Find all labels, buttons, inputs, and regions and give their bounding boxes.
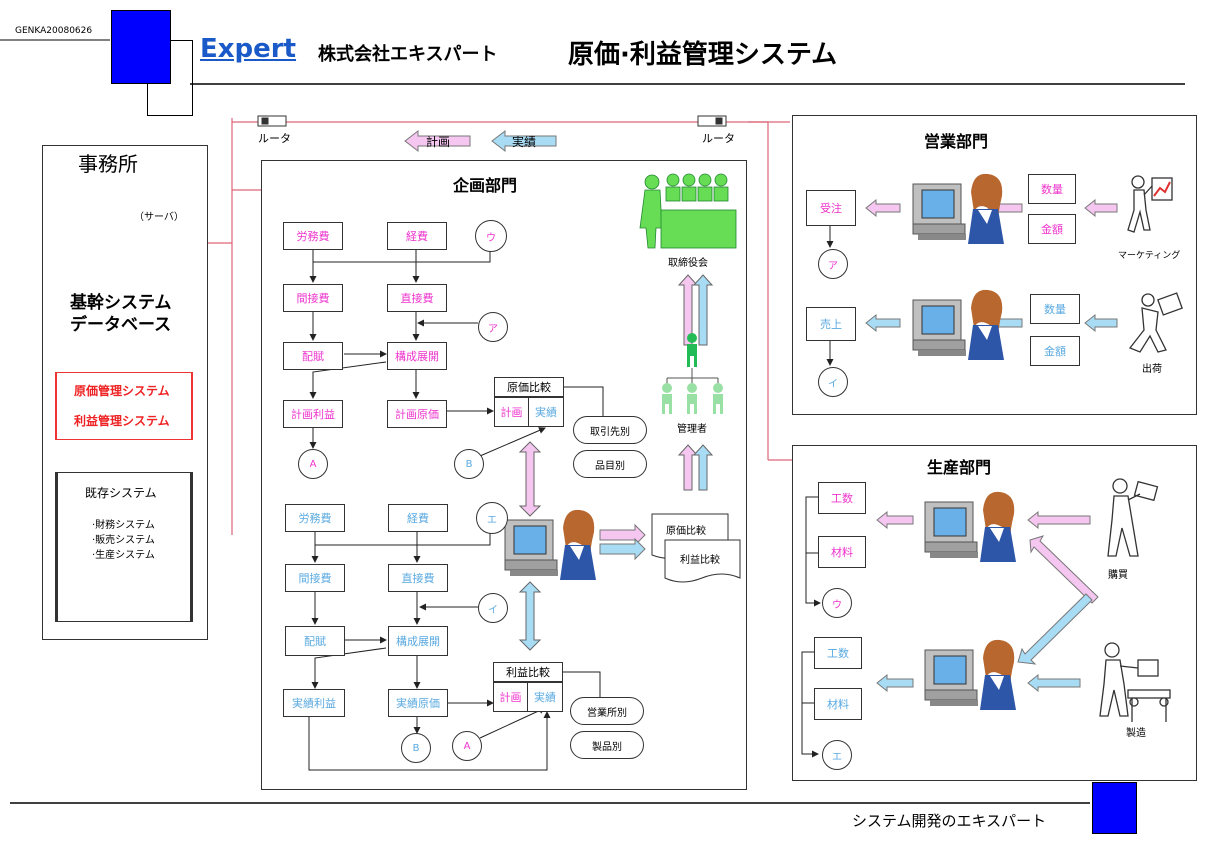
by-product: 製品別 (570, 731, 644, 759)
router-icon (257, 115, 727, 127)
sales-box: 売上 (806, 307, 856, 341)
footer-slogan: システム開発のエキスパート (852, 812, 1047, 830)
actual-circle-e: エ (476, 502, 508, 534)
profit-system: 利益管理システム (74, 414, 170, 428)
amount1-box: 金額 (1028, 214, 1076, 244)
db-line2: データベース (70, 315, 172, 335)
actual-circle-i: イ (478, 593, 508, 623)
qty2-box: 数量 (1030, 294, 1080, 324)
manufacturing-label: 製造 (1126, 728, 1146, 739)
actual-composition-box: 構成展開 (388, 626, 448, 656)
shipping-person-icon (1128, 292, 1183, 353)
footer-square (1092, 782, 1137, 834)
plan-composition-box: 構成展開 (387, 342, 447, 370)
doc-profit-compare: 利益比較 (680, 555, 720, 566)
sales-panel (792, 115, 1197, 415)
manager-label: 管理者 (677, 424, 707, 435)
planning-panel (261, 160, 747, 790)
prod-circle-e: エ (822, 740, 852, 770)
plan-profit-box: 計画利益 (283, 400, 343, 428)
marketing-label: マーケティング (1118, 251, 1181, 261)
actual-direct-box: 直接費 (388, 564, 448, 592)
prod-circle-u: ウ (822, 588, 852, 618)
existing-title: 既存システム (85, 486, 157, 500)
order-box: 受注 (806, 190, 856, 226)
plan-allocation-box: 配賦 (283, 342, 343, 370)
purchase-label: 購買 (1108, 570, 1128, 581)
qty1-box: 数量 (1028, 174, 1076, 204)
office-title: 事務所 (78, 152, 138, 176)
manhour2-box: 工数 (814, 637, 862, 669)
expert-logo: Expert (200, 34, 297, 64)
actual-allocation-box: 配賦 (285, 626, 345, 656)
company-name: 株式会社エキスパート (318, 44, 498, 65)
by-supplier: 取引先別 (573, 416, 647, 444)
profit-compare-plan: 計画 (493, 682, 528, 712)
manhour1-box: 工数 (818, 482, 866, 514)
shipping-label: 出荷 (1142, 364, 1162, 375)
existing-item: ·生産システム (92, 550, 155, 561)
router-left-label: ルータ (258, 132, 291, 145)
cost-compare-plan: 計画 (494, 397, 529, 427)
amount2-box: 金額 (1030, 336, 1080, 366)
sales-title: 営業部門 (924, 132, 989, 151)
planning-title: 企画部門 (453, 176, 518, 195)
cost-compare-title: 原価比較 (494, 377, 564, 397)
actual-expense-box: 経費 (388, 504, 448, 532)
actual-circle-B: B (401, 733, 431, 763)
sales-circle-a: ア (818, 249, 848, 279)
actual-cost-box: 実績原価 (388, 689, 448, 717)
plan-indirect-box: 間接費 (283, 284, 343, 312)
board-label: 取締役会 (668, 258, 708, 269)
flow-plan-label: 計画 (426, 135, 451, 149)
plan-circle-u: ウ (475, 220, 507, 252)
db-line1: 基幹システム (70, 293, 172, 313)
marketing-person-icon (1127, 175, 1173, 233)
profit-circle-A: A (452, 731, 482, 761)
plan-cost-box: 計画原価 (387, 400, 447, 428)
actual-labor-box: 労務費 (285, 504, 345, 532)
existing-item: ·販売システム (92, 535, 155, 546)
computer-operator-icon (504, 509, 596, 580)
by-office: 営業所別 (570, 697, 644, 725)
production-panel (792, 445, 1197, 781)
by-item: 品目別 (573, 450, 647, 478)
sales-circle-i: イ (818, 367, 848, 397)
profit-compare-title: 利益比較 (493, 662, 563, 682)
cost-circle-B: B (454, 449, 484, 479)
actual-indirect-box: 間接費 (285, 564, 345, 592)
board-meeting-icon (639, 173, 737, 249)
router-right-label: ルータ (702, 132, 735, 145)
plan-circle-A: A (298, 449, 328, 479)
plan-direct-box: 直接費 (387, 284, 447, 312)
material2-box: 材料 (814, 688, 862, 720)
system-box (55, 372, 193, 440)
plan-labor-box: 労務費 (283, 222, 343, 250)
doc-cost-compare: 原価比較 (666, 526, 706, 537)
page-title: 原価·利益管理システム (568, 40, 838, 70)
doc-code: GENKA20080626 (15, 26, 93, 36)
cost-system: 原価管理システム (74, 384, 170, 398)
actual-profit-box: 実績利益 (283, 689, 345, 717)
plan-circle-a: ア (478, 312, 508, 342)
material1-box: 材料 (818, 536, 866, 568)
header-square-blue-top (111, 10, 171, 84)
existing-system-box (55, 472, 193, 622)
server-label: （サーバ） (134, 212, 184, 223)
flow-actual-label: 実績 (512, 135, 537, 149)
existing-item: ·財務システム (92, 520, 155, 531)
manufacturing-person-icon (1099, 642, 1171, 722)
manager-figures-icon (662, 333, 723, 414)
purchasing-person-icon (1107, 478, 1159, 557)
profit-compare-actual: 実績 (527, 682, 563, 712)
cost-compare-actual: 実績 (528, 397, 564, 427)
plan-expense-box: 経費 (387, 222, 447, 250)
production-title: 生産部門 (927, 458, 992, 477)
